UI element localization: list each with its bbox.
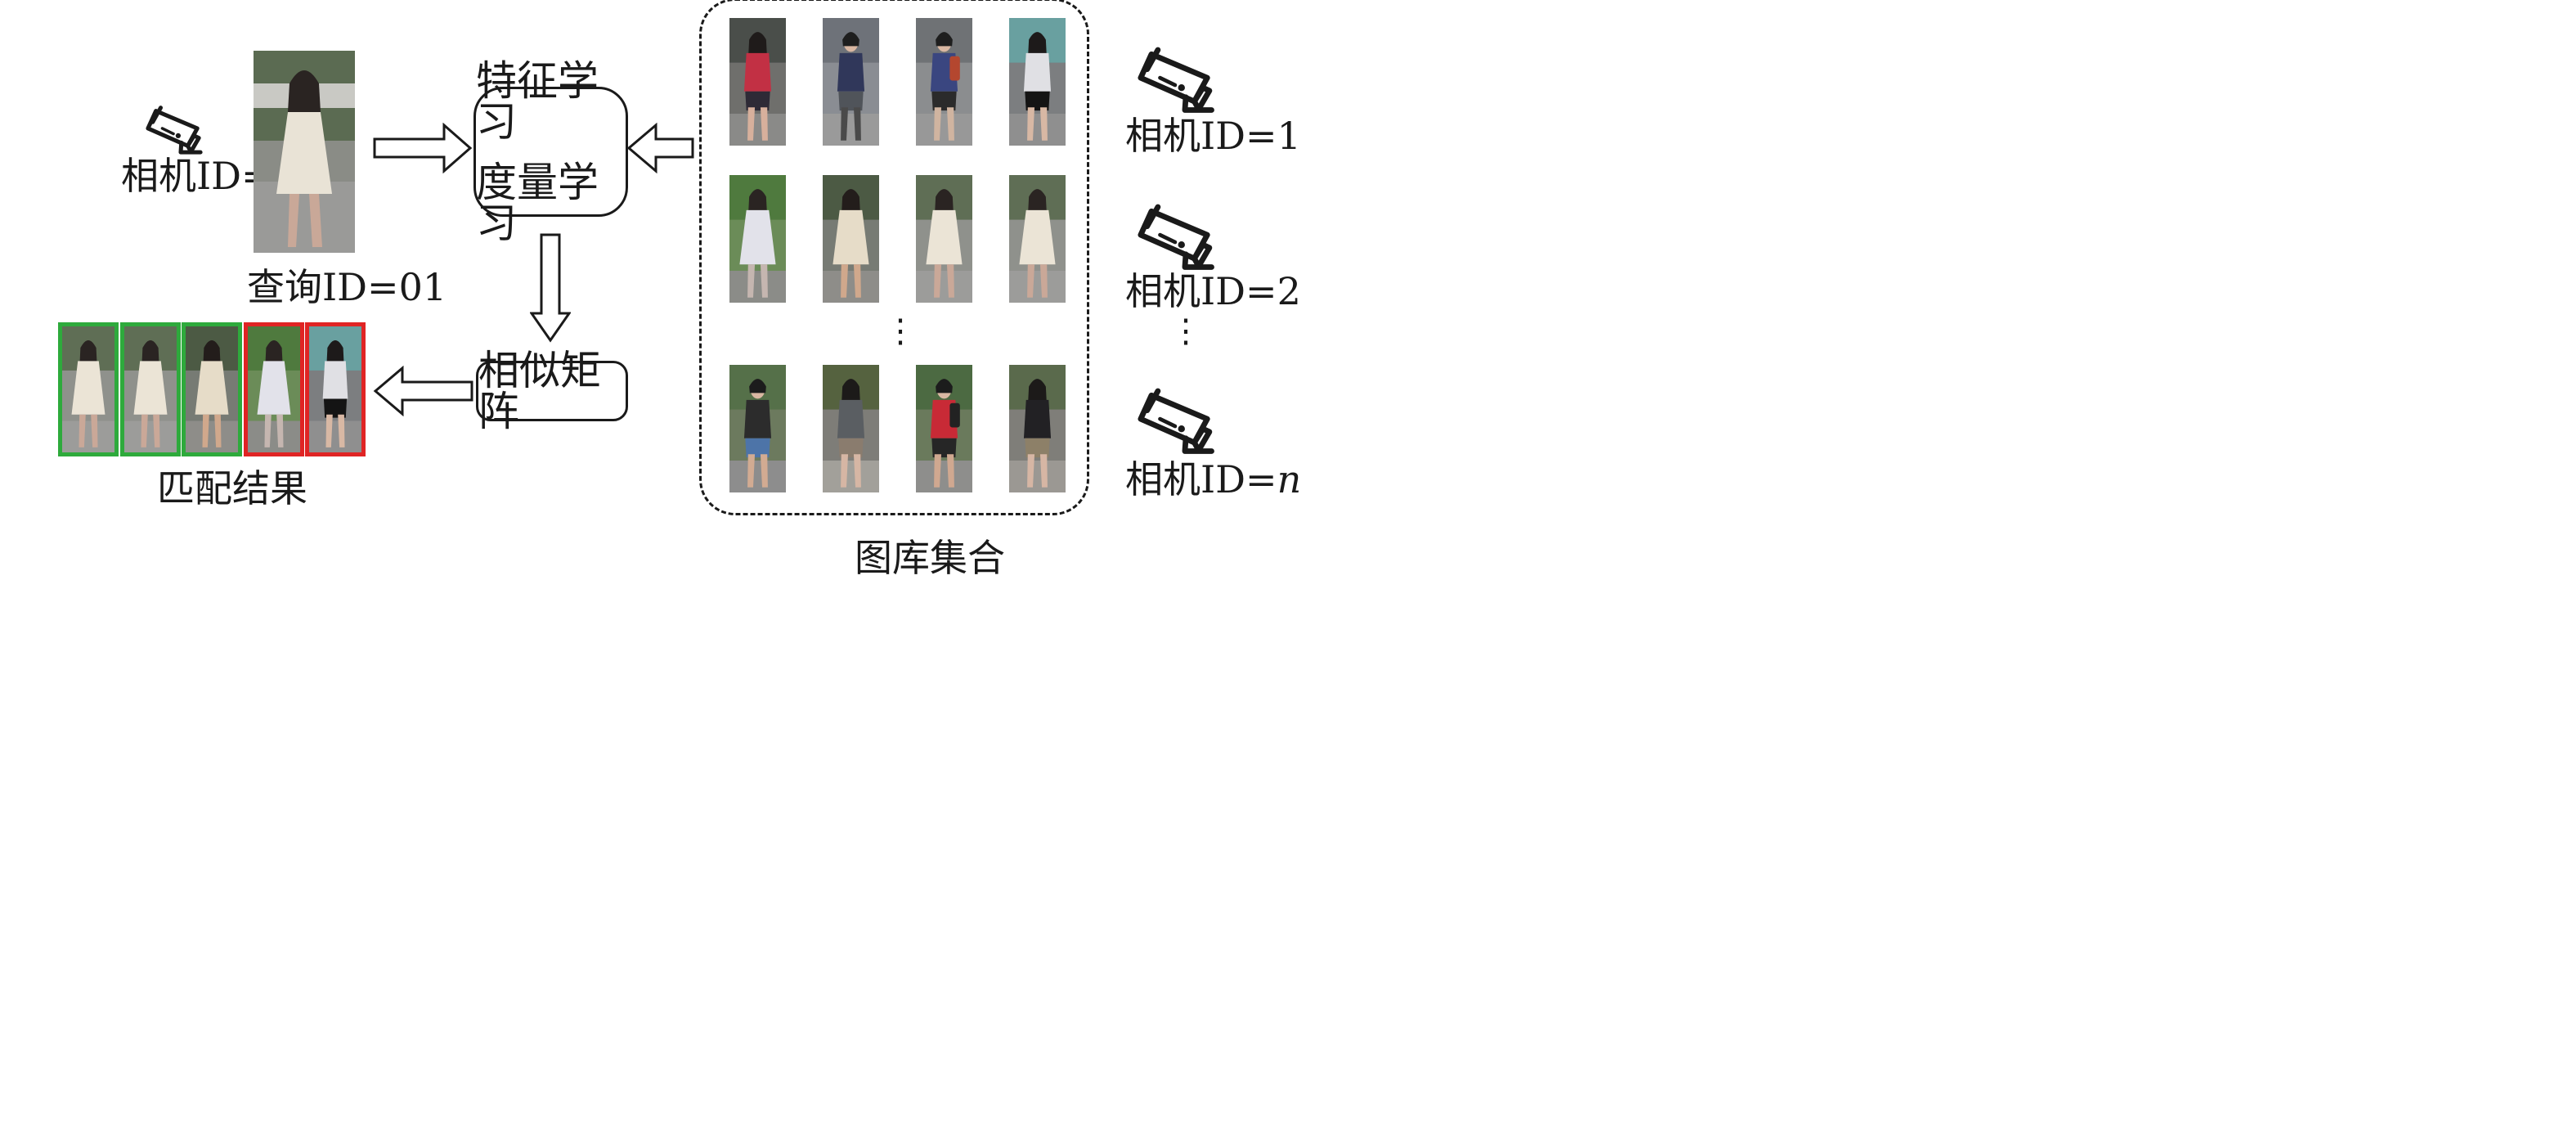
gallery-ellipsis: ⋮ bbox=[884, 312, 917, 350]
feature-metric-learning-box: 特征学习 度量学习 bbox=[473, 61, 628, 244]
gallery-image bbox=[916, 365, 972, 492]
gallery-image bbox=[1009, 18, 1066, 146]
arrow-learning-to-matrix bbox=[530, 233, 571, 343]
query-image bbox=[254, 51, 355, 253]
match-result-image bbox=[119, 322, 181, 456]
gallery-image bbox=[729, 175, 786, 303]
arrow-matrix-to-results bbox=[373, 366, 473, 416]
query-camera-icon bbox=[143, 98, 207, 155]
arrow-gallery-to-learning bbox=[626, 123, 694, 173]
result-caption: 匹配结果 bbox=[157, 466, 307, 510]
match-result-image bbox=[243, 322, 304, 456]
gallery-image bbox=[823, 175, 879, 303]
gallery-image bbox=[823, 365, 879, 492]
match-results bbox=[58, 322, 366, 456]
gallery-image bbox=[1009, 365, 1066, 492]
match-result-image bbox=[305, 322, 366, 456]
gallery-image bbox=[823, 18, 879, 146]
gallery-container bbox=[699, 0, 1089, 515]
gallery-image bbox=[729, 18, 786, 146]
query-caption: 查询ID=01 bbox=[247, 265, 447, 309]
match-result-image bbox=[58, 322, 119, 456]
camera-2-icon bbox=[1134, 194, 1220, 272]
similarity-matrix-box: 相似矩阵 bbox=[476, 350, 628, 432]
camera-2-label: 相机ID=2 bbox=[1125, 269, 1301, 313]
gallery-image bbox=[729, 365, 786, 492]
gallery-grid bbox=[729, 18, 1066, 494]
camera-n-label: 相机ID=n bbox=[1125, 457, 1302, 501]
camera-n-icon bbox=[1134, 378, 1220, 456]
metric-learning-label: 度量学习 bbox=[476, 158, 599, 247]
arrow-query-to-learning bbox=[373, 123, 473, 173]
camera-1-icon bbox=[1134, 37, 1220, 115]
feature-learning-label: 特征学习 bbox=[476, 56, 599, 146]
camera-1-label: 相机ID=1 bbox=[1125, 114, 1301, 158]
gallery-image bbox=[1009, 175, 1066, 303]
gallery-image bbox=[916, 175, 972, 303]
camera-ellipsis: ⋮ bbox=[1169, 312, 1202, 350]
gallery-image bbox=[916, 18, 972, 146]
match-result-image bbox=[182, 322, 242, 456]
similarity-matrix-label: 相似矩阵 bbox=[478, 347, 601, 435]
gallery-caption: 图库集合 bbox=[855, 536, 1005, 580]
